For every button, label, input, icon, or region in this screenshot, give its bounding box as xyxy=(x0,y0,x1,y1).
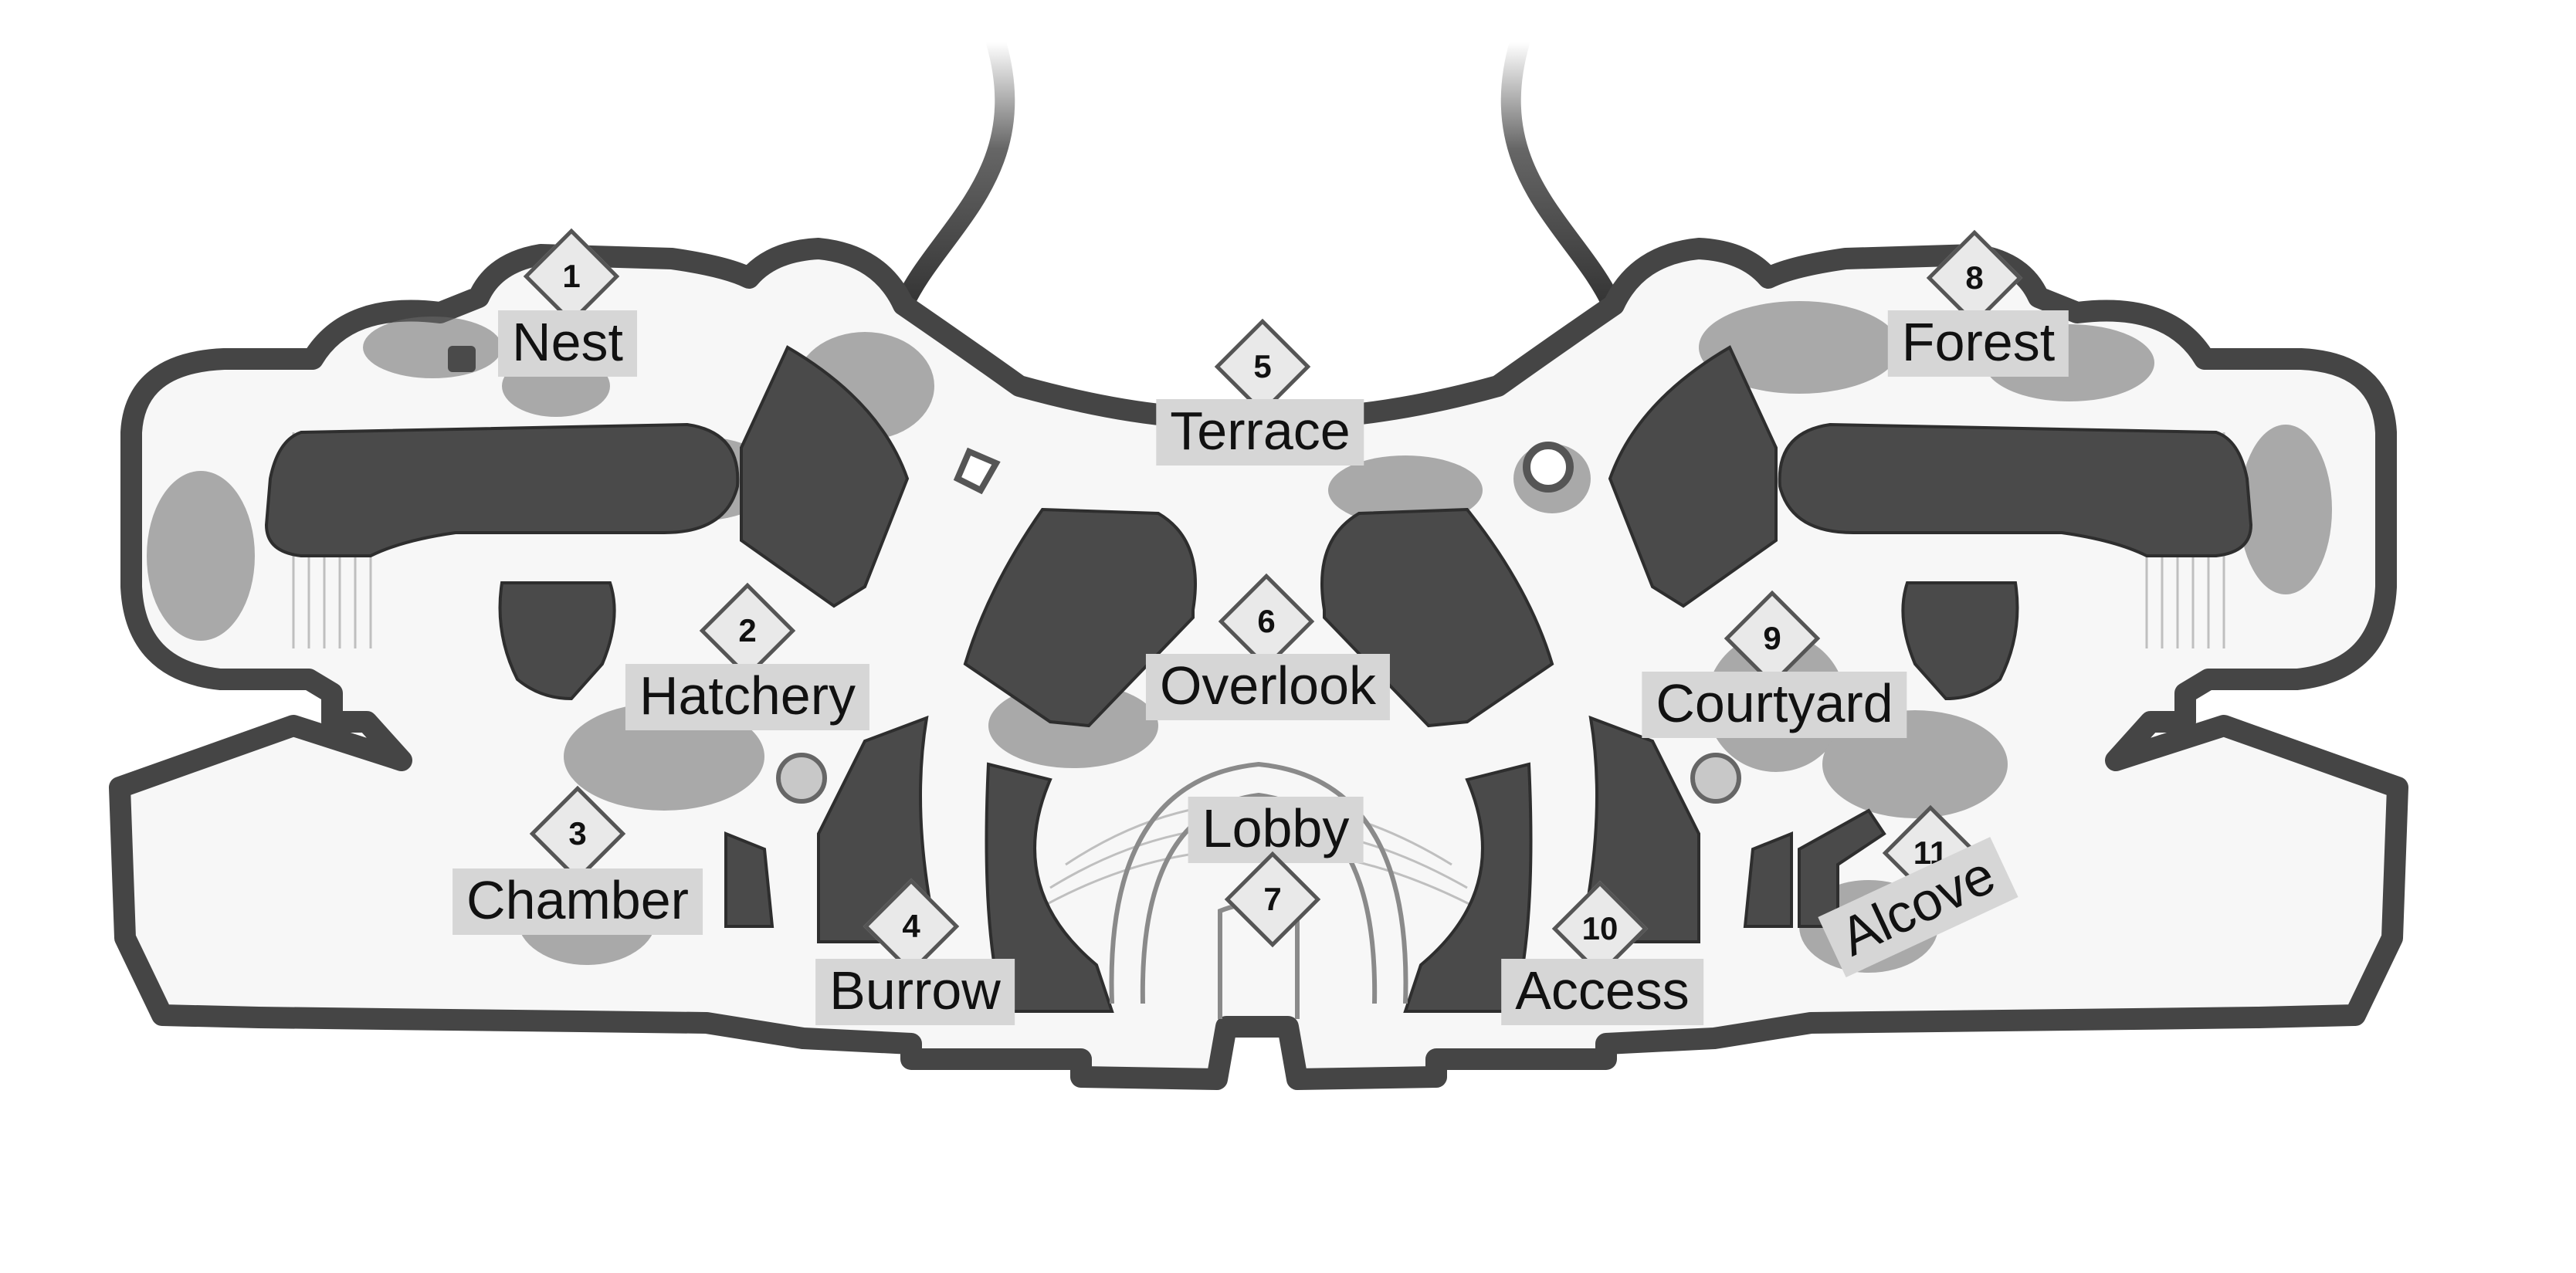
zone-number-3: 3 xyxy=(568,815,587,851)
solid-blocks xyxy=(264,345,2253,1013)
zone-label-10[interactable]: Access xyxy=(1501,959,1703,1025)
zone-label-9[interactable]: Courtyard xyxy=(1642,672,1907,738)
block-left-diag xyxy=(740,345,910,608)
block-right-long xyxy=(1778,422,2253,557)
block-far-right xyxy=(1743,831,1793,928)
small-block-nest xyxy=(448,346,476,372)
entrance-pipe-right xyxy=(1500,32,1624,319)
zone-label-8[interactable]: Forest xyxy=(1887,310,2069,377)
fountain-right xyxy=(1690,753,1741,804)
block-alcove xyxy=(1798,808,1886,928)
zone-number-4: 4 xyxy=(902,908,920,944)
block-left-small xyxy=(498,581,616,701)
zone-number-7: 7 xyxy=(1263,881,1282,917)
zone-number-8: 8 xyxy=(1965,259,1984,296)
map-features xyxy=(448,346,1741,804)
triangle-planter-left xyxy=(953,447,1001,495)
zone-number-2: 2 xyxy=(738,612,757,648)
block-right-curve xyxy=(1403,762,1533,1013)
block-center-left xyxy=(963,507,1197,728)
zone-label-2[interactable]: Hatchery xyxy=(625,664,870,730)
zone-number-6: 6 xyxy=(1257,603,1276,639)
zone-label-1[interactable]: Nest xyxy=(498,310,637,377)
block-left-long xyxy=(264,422,740,557)
block-right-diag xyxy=(1608,345,1778,608)
fountain-left xyxy=(776,753,827,804)
zone-number-5: 5 xyxy=(1253,348,1272,384)
zone-label-4[interactable]: Burrow xyxy=(815,959,1015,1025)
zone-label-3[interactable]: Chamber xyxy=(452,868,703,935)
zone-label-5[interactable]: Terrace xyxy=(1156,399,1364,466)
block-far-left xyxy=(724,831,774,928)
zone-number-10: 10 xyxy=(1581,910,1618,946)
entrance-pipe-left xyxy=(892,32,1015,319)
zone-number-1: 1 xyxy=(562,258,581,294)
zone-label-6[interactable]: Overlook xyxy=(1145,654,1391,720)
block-left-curve xyxy=(985,762,1114,1013)
zone-number-9: 9 xyxy=(1763,620,1781,656)
zone-label-7[interactable]: Lobby xyxy=(1188,797,1364,863)
planter-right xyxy=(1523,442,1574,493)
block-right-small xyxy=(1901,581,2019,701)
